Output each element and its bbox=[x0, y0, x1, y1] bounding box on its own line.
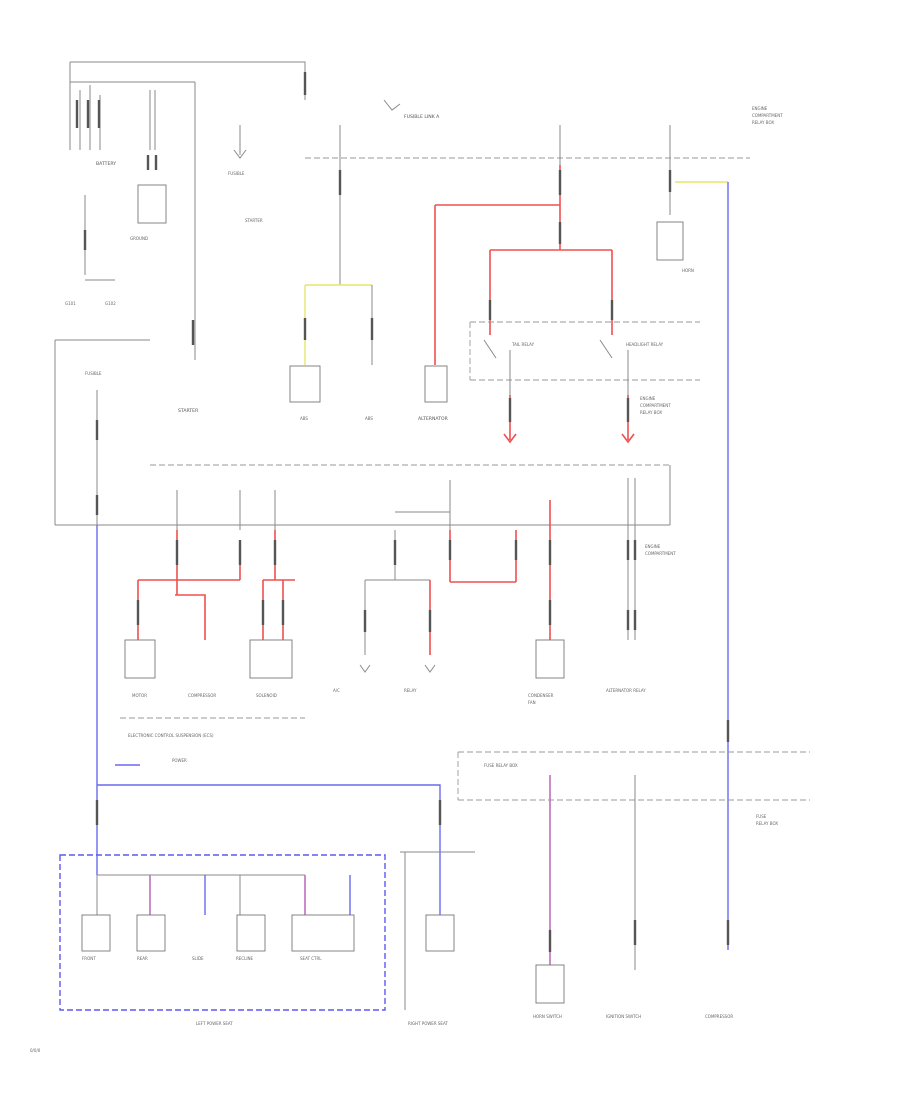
svg-text:ABS: ABS bbox=[300, 416, 308, 421]
svg-text:G102: G102 bbox=[105, 301, 116, 306]
battery-icon bbox=[137, 184, 167, 224]
svg-text:FRONT: FRONT bbox=[82, 956, 96, 961]
battery-label: BATTERY bbox=[96, 161, 116, 167]
left-power-seat-label: LEFT POWER SEAT bbox=[196, 1021, 233, 1026]
svg-text:COMPARTMENT: COMPARTMENT bbox=[640, 403, 671, 408]
svg-text:FAN: FAN bbox=[528, 700, 536, 705]
power-seat-section: POWER FRONT REAR SLIDE RECLINE SEAT CTRL… bbox=[59, 525, 475, 1026]
svg-text:ENGINE: ENGINE bbox=[640, 396, 656, 401]
alternator-label: ALTERNATOR bbox=[418, 416, 449, 422]
diagram-note: 0/0/0 bbox=[30, 1048, 41, 1053]
battery-section: BATTERY GROUND G101 G102 bbox=[65, 61, 307, 360]
svg-text:FUSIBLE: FUSIBLE bbox=[85, 371, 102, 376]
ecs-label: ELECTRONIC CONTROL SUSPENSION (ECS) bbox=[128, 733, 214, 738]
alternator-relay-circuit: ALTERNATOR TAIL RELAY HEADLIGHT RELAY EN… bbox=[418, 125, 700, 444]
starter-section: FUSIBLE STARTER STARTER bbox=[178, 125, 263, 414]
top-bus: FUSIBLE LINK A ENGINE COMPARTMENT RELAY … bbox=[305, 99, 783, 159]
alternator-relay-label: ALTERNATOR RELAY bbox=[606, 688, 646, 693]
tail-relay-label: TAIL RELAY bbox=[511, 342, 535, 347]
svg-text:SOLENOID: SOLENOID bbox=[256, 693, 277, 698]
svg-text:SLIDE: SLIDE bbox=[192, 956, 204, 961]
svg-text:GROUND: GROUND bbox=[130, 236, 148, 241]
middle-bus: FUSIBLE bbox=[54, 339, 671, 526]
horn-circuit: HORN bbox=[656, 125, 729, 950]
svg-text:A/C: A/C bbox=[333, 688, 340, 693]
ecs-section: MOTOR COMPRESSOR SOLENOID ELECTRONIC CON… bbox=[120, 490, 305, 738]
svg-text:FUSE: FUSE bbox=[756, 814, 767, 819]
svg-text:COMPARTMENT: COMPARTMENT bbox=[645, 551, 676, 556]
svg-text:CONDENSER: CONDENSER bbox=[528, 693, 554, 698]
starter-label: STARTER bbox=[178, 408, 199, 414]
headlight-relay-label: HEADLIGHT RELAY bbox=[626, 342, 664, 347]
svg-text:HORN: HORN bbox=[682, 268, 694, 273]
right-power-seat-label: RIGHT POWER SEAT bbox=[408, 1021, 448, 1026]
center-cluster: CONDENSER FAN A/C RELAY ALTERNATOR RELAY… bbox=[333, 478, 676, 705]
svg-text:RELAY: RELAY bbox=[404, 688, 417, 693]
svg-text:POWER: POWER bbox=[172, 758, 187, 763]
svg-text:REAR: REAR bbox=[137, 956, 148, 961]
svg-text:ENGINE: ENGINE bbox=[752, 106, 768, 111]
fuse-relay-box-label: FUSE RELAY BOX bbox=[484, 763, 518, 768]
svg-text:COMPARTMENT: COMPARTMENT bbox=[752, 113, 783, 118]
horn-switch-label: HORN SWITCH bbox=[533, 1014, 562, 1019]
svg-text:MOTOR: MOTOR bbox=[132, 693, 147, 698]
svg-text:RELAY BOX: RELAY BOX bbox=[756, 821, 778, 826]
svg-text:COMPRESSOR: COMPRESSOR bbox=[188, 693, 216, 698]
abs-circuit: ABS ABS bbox=[289, 125, 373, 421]
svg-text:ENGINE: ENGINE bbox=[645, 544, 661, 549]
svg-text:STARTER: STARTER bbox=[245, 218, 263, 223]
svg-text:G101: G101 bbox=[65, 301, 76, 306]
svg-text:RECLINE: RECLINE bbox=[236, 956, 254, 961]
svg-text:ABS: ABS bbox=[365, 416, 373, 421]
svg-text:RELAY BOX: RELAY BOX bbox=[640, 410, 662, 415]
fusible-link-a-label: FUSIBLE LINK A bbox=[404, 114, 440, 120]
svg-text:RELAY BOX: RELAY BOX bbox=[752, 120, 774, 125]
compressor-label: COMPRESSOR bbox=[705, 1014, 733, 1019]
svg-text:SEAT CTRL: SEAT CTRL bbox=[300, 956, 322, 961]
ignition-switch-label: IGNITION SWITCH bbox=[606, 1014, 641, 1019]
fuse-relay-box-section: FUSE RELAY BOX HORN SWITCH IGNITION SWIT… bbox=[457, 720, 810, 1019]
svg-text:FUSIBLE: FUSIBLE bbox=[228, 171, 245, 176]
